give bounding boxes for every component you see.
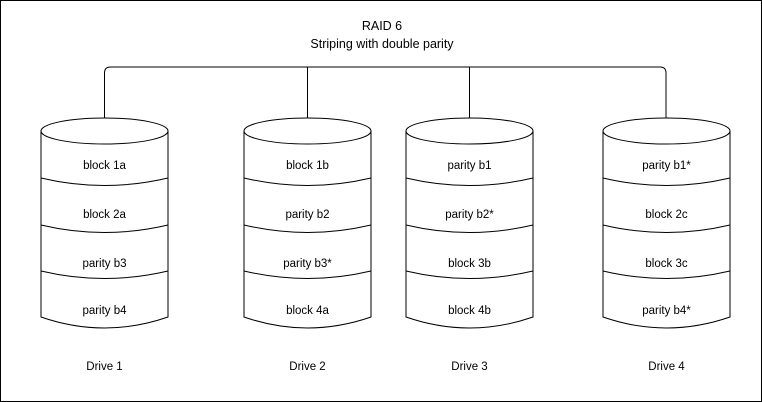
drive-1-divider-3 (40, 270, 169, 279)
drive-2-divider-1 (243, 177, 372, 186)
drive-1-label: Drive 1 (86, 361, 122, 373)
drive-2-divider-2 (243, 224, 372, 233)
drive-1-divider-2 (40, 224, 169, 233)
drive-3-divider-2 (405, 224, 534, 233)
drive-2-divider-3 (243, 270, 372, 279)
drive-3-group[interactable]: parity b1 parity b2* block 3b block 4b D… (405, 117, 534, 373)
drive-4-divider-2 (602, 224, 731, 233)
drive-1-block-3: parity b3 (82, 258, 126, 270)
drive-3-top (405, 117, 534, 145)
drive-4-group[interactable]: parity b1* block 2c block 3c parity b4* … (602, 117, 731, 373)
drive-1-divider-1 (40, 177, 169, 186)
drive-3-block-4: block 4b (448, 305, 491, 317)
drive-2-top (243, 117, 372, 145)
diagram-title-line1: RAID 6 (362, 19, 402, 33)
drive-4-block-2: block 2c (645, 209, 687, 221)
drive-1-body (40, 130, 169, 329)
drive-3-divider-1 (405, 177, 534, 186)
drive-4-block-1: parity b1* (642, 160, 691, 172)
drive-3-block-1: parity b1 (447, 160, 491, 172)
drive-4-block-3: block 3c (645, 258, 687, 270)
drive-4-body (602, 130, 731, 329)
drive-4-top (602, 117, 731, 145)
diagram-title-line2: Striping with double parity (310, 37, 454, 51)
drive-1-block-1: block 1a (83, 160, 126, 172)
drive-4-block-4: parity b4* (642, 305, 691, 317)
drive-2-block-3: parity b3* (283, 258, 332, 270)
drive-1-group[interactable]: block 1a block 2a parity b3 parity b4 Dr… (40, 117, 169, 373)
drive-4-divider-3 (602, 270, 731, 279)
drive-1-top (40, 117, 169, 145)
drive-2-block-2: parity b2 (285, 209, 329, 221)
drive-3-body (405, 130, 534, 329)
drive-3-label: Drive 3 (451, 361, 487, 373)
drive-2-group[interactable]: block 1b parity b2 parity b3* block 4a D… (243, 117, 372, 373)
bus-connector (104, 66, 667, 119)
drive-1-block-2: block 2a (83, 209, 126, 221)
drive-4-divider-1 (602, 177, 731, 186)
drive-4-label: Drive 4 (648, 361, 685, 373)
bus-bar (104, 66, 667, 119)
drive-3-block-3: block 3b (448, 258, 491, 270)
drive-2-block-1: block 1b (286, 160, 329, 172)
drive-2-block-4: block 4a (286, 305, 329, 317)
drive-2-label: Drive 2 (289, 361, 325, 373)
drive-3-block-2: parity b2* (445, 209, 494, 221)
drive-3-divider-3 (405, 270, 534, 279)
drive-1-block-4: parity b4 (82, 305, 127, 317)
drive-2-body (243, 130, 372, 329)
